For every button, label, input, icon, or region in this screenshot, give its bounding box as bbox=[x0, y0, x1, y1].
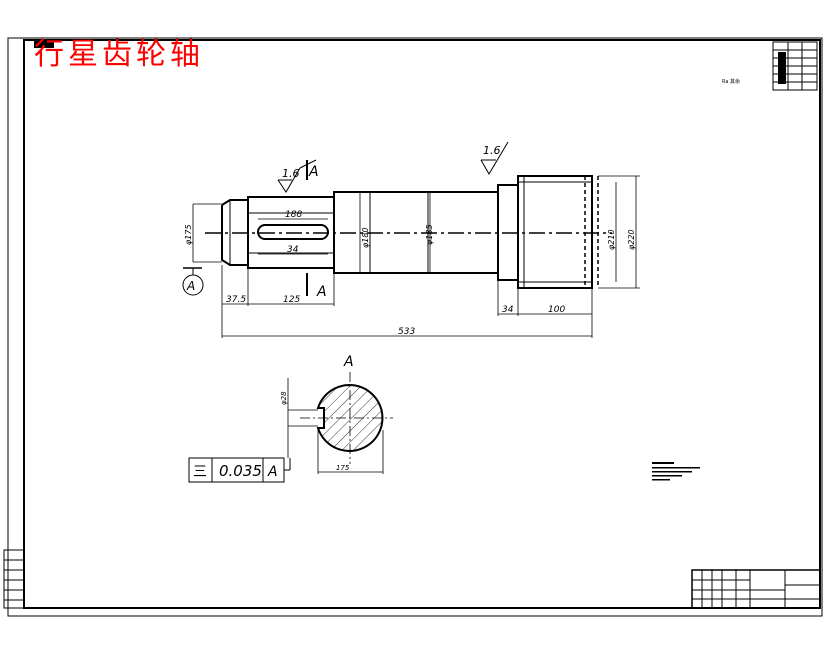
section-a-title: A bbox=[343, 354, 354, 370]
dim-d-mid2: φ185 bbox=[425, 224, 434, 245]
left-bottom-stamp-table bbox=[3, 549, 25, 609]
datum-label: A bbox=[186, 279, 195, 293]
roughness-1-ref: A bbox=[308, 164, 319, 180]
revision-table bbox=[772, 41, 818, 91]
keyway-slot bbox=[257, 224, 329, 240]
roughness-note: Ra 其余 bbox=[722, 78, 740, 85]
dimension-lines bbox=[192, 175, 640, 338]
dim-section-horiz: 175 bbox=[336, 464, 350, 472]
dim-len-34: 34 bbox=[502, 305, 514, 315]
shaft-section-4 bbox=[517, 175, 593, 289]
tolerance-symbol: 三 bbox=[193, 464, 207, 480]
dim-d-right1: φ210 bbox=[607, 229, 616, 250]
section-view-a bbox=[287, 372, 393, 474]
shaft-main-view bbox=[205, 175, 612, 289]
dim-len-125: 125 bbox=[283, 295, 300, 305]
tolerance-frame bbox=[188, 457, 291, 483]
roughness-2-value: 1.6 bbox=[483, 144, 501, 157]
roughness-symbol-2 bbox=[480, 141, 509, 175]
title-block bbox=[691, 569, 821, 609]
dim-keyway-length: 188 bbox=[285, 210, 302, 220]
section-mark-bottom-label: A bbox=[316, 284, 327, 300]
dim-len-total: 533 bbox=[398, 327, 415, 337]
technical-notes bbox=[652, 462, 700, 481]
tolerance-datum: A bbox=[267, 464, 278, 480]
dim-d-left: φ175 bbox=[184, 224, 193, 245]
dim-len-left: 37.5 bbox=[226, 295, 246, 305]
sheet-outer-border bbox=[7, 37, 823, 617]
roughness-1-value: 1.6 bbox=[282, 167, 300, 180]
sheet-inner-frame bbox=[23, 39, 821, 609]
dim-len-100: 100 bbox=[548, 305, 565, 315]
dim-d-mid1: φ180 bbox=[361, 227, 370, 248]
dim-keyway-width: 34 bbox=[287, 245, 299, 255]
dim-d-right2: φ220 bbox=[627, 229, 636, 250]
drawing-title: 行星齿轮轴 bbox=[34, 37, 204, 72]
top-left-code-box bbox=[34, 40, 54, 48]
dim-section-vert: φ28 bbox=[280, 391, 288, 405]
tolerance-value: 0.035 bbox=[219, 462, 262, 480]
